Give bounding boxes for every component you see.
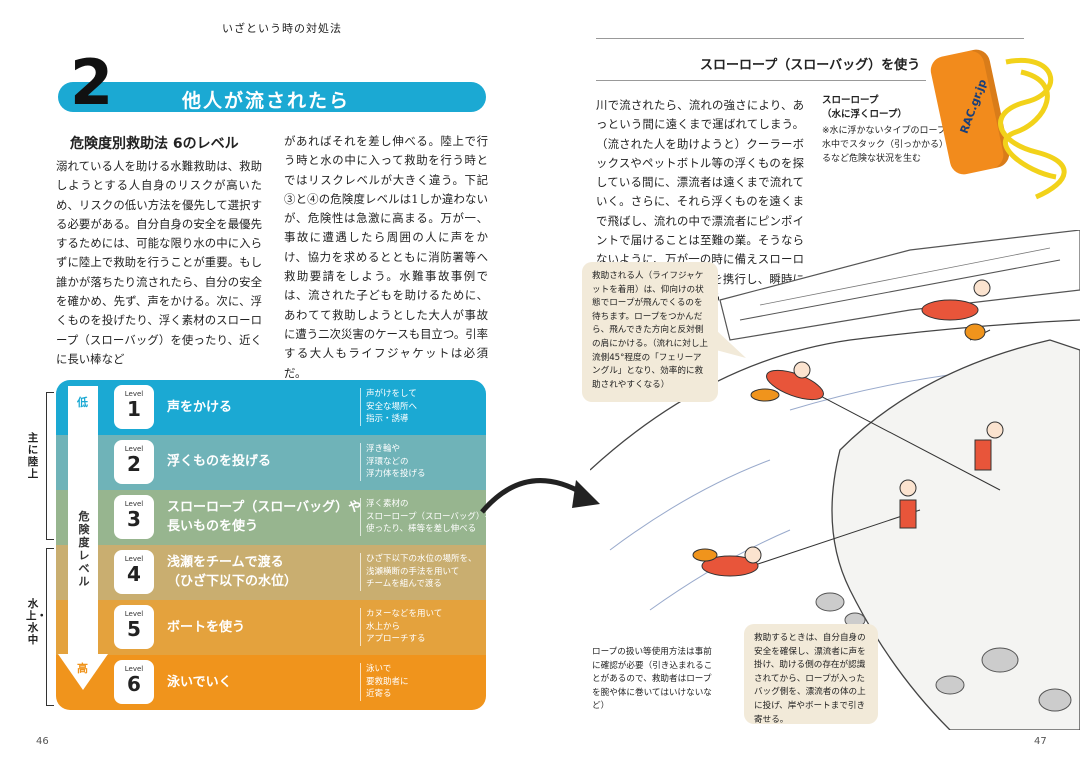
page-number-right: 47 bbox=[1034, 736, 1047, 747]
river-rescue-illustration bbox=[590, 230, 1080, 730]
level-title-3: スローロープ（スローバッグ）や 長いものを使う bbox=[167, 500, 362, 534]
danger-level-label: 危険度レベル bbox=[78, 510, 90, 588]
section-subtitle: 危険度別救助法 6のレベル bbox=[70, 136, 239, 152]
water-bracket bbox=[46, 548, 54, 706]
level-note-3: 浮く素材の スローロープ（スローバッグ）を 使ったり、棒等を差し伸べる bbox=[360, 498, 493, 536]
running-head: いざという時の対処法 bbox=[222, 22, 342, 35]
level-title-5: ボートを使う bbox=[167, 620, 246, 635]
page-number-left: 46 bbox=[36, 736, 49, 747]
rope-usage-caption: ロープの扱い等使用方法は事前に確認が必要（引き込まれることがあるので、救助者はロ… bbox=[592, 647, 713, 712]
danger-arrow-head bbox=[58, 654, 108, 690]
rescuer-tip-bubble: 救助するときは、自分自身の安全を確保し、漂流者に声を掛け、助ける側の存在が認識さ… bbox=[744, 624, 878, 725]
level-title-2: 浮くものを投げる bbox=[167, 454, 272, 469]
survivor-tip-bubble: 救助される人（ライフジャケットを着用）は、仰向けの状態でロープが飛んでくるのを待… bbox=[582, 262, 718, 402]
rope-title-rule bbox=[596, 80, 926, 81]
level-note-6: 泳いで 要救助者に 近寄る bbox=[360, 663, 409, 701]
rope-caption-title: スローロープ （水に浮くロープ） bbox=[822, 95, 907, 120]
side-label-land: 主に陸上 bbox=[27, 432, 39, 480]
side-label-water: 水上・水中 bbox=[26, 598, 47, 646]
level-title-6: 泳いでいく bbox=[167, 675, 232, 690]
level-note-5: カヌーなどを用いて 水上から アプローチする bbox=[360, 608, 442, 646]
body-column-1: 溺れている人を助ける水難救助は、救助しようとする人自身のリスクが高いため、リスク… bbox=[56, 159, 262, 366]
danger-low-label: 低 bbox=[77, 396, 88, 409]
bubble-tail bbox=[716, 330, 746, 358]
rope-caption-body: ※水に浮かないタイプのロープは水中でスタック（引っかかる）するなど危険な状況を生… bbox=[822, 126, 958, 164]
top-rule bbox=[596, 38, 1024, 39]
section-title: 他人が流されたら bbox=[182, 90, 351, 112]
level-note-4: ひざ下以下の水位の場所を、 浅瀬横断の手法を用いて チームを組んで渡る bbox=[360, 553, 477, 591]
land-bracket bbox=[46, 392, 54, 540]
level-note-2: 浮き輪や 浮環などの 浮力体を投げる bbox=[360, 443, 426, 481]
level-note-1: 声がけをして 安全な場所へ 指示・誘導 bbox=[360, 388, 417, 426]
section-banner bbox=[58, 82, 486, 112]
rope-section-title: スローロープ（スローバッグ）を使う bbox=[700, 58, 921, 73]
curved-arrow-icon bbox=[480, 478, 600, 514]
section-number: 2 bbox=[70, 46, 114, 119]
level-title-1: 声をかける bbox=[167, 400, 233, 415]
danger-arrow-shaft bbox=[68, 386, 98, 654]
danger-high-label: 高 bbox=[77, 662, 88, 675]
yellow-rope-icon bbox=[998, 57, 1067, 200]
level-title-4: 浅瀬をチームで渡る （ひざ下以下の水位） bbox=[167, 555, 298, 589]
rope-body-text: 川で流されたら、流れの強さにより、あっという間に遠くまで運ばれてしまう。（流され… bbox=[596, 98, 804, 305]
body-column-2: があればそれを差し伸べる。陸上で行う時と水の中に入って救助を行う時とではリスクレ… bbox=[284, 134, 489, 380]
